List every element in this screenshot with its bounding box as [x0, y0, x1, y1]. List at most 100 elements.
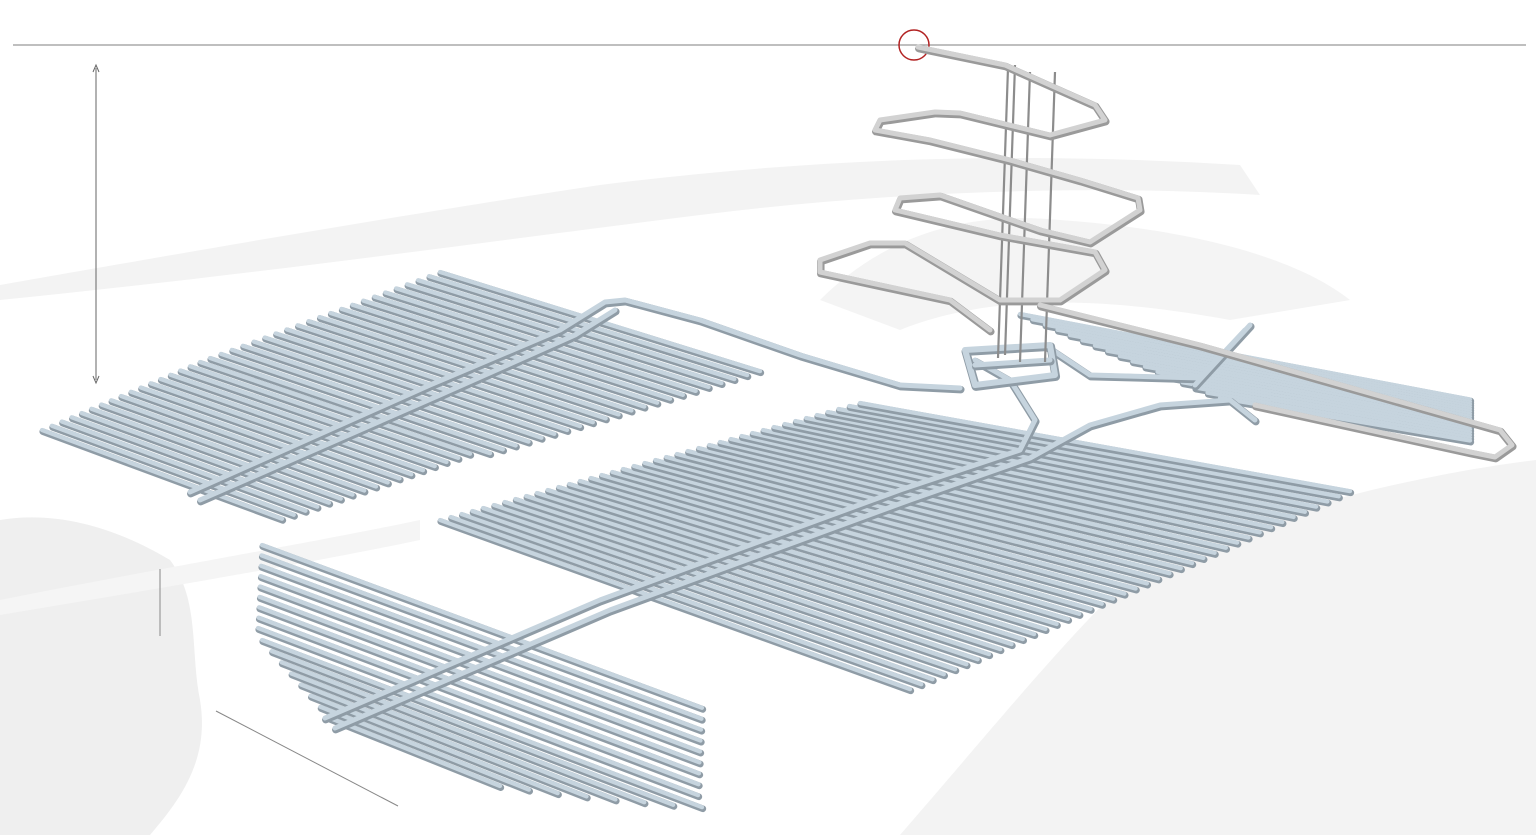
production-drift	[652, 457, 1140, 594]
production-drift	[59, 419, 310, 516]
production-drift-body	[642, 460, 1127, 596]
production-drift-body	[502, 499, 980, 662]
shaft-station-crosscut-body	[972, 357, 1053, 368]
production-drift	[523, 493, 1005, 655]
production-drift-body	[255, 625, 701, 798]
vertical-shaft	[996, 67, 1010, 359]
production-drift-body	[259, 637, 705, 810]
production-drift	[437, 517, 915, 695]
production-drift-body	[1067, 332, 1473, 412]
production-drift	[284, 327, 585, 432]
production-drift-body	[59, 419, 308, 513]
production-drift	[295, 323, 598, 428]
production-drift-body	[197, 359, 473, 456]
production-drift	[738, 433, 1231, 553]
production-drift-body	[513, 496, 992, 657]
production-drift-body	[1192, 385, 1473, 438]
production-drift-body	[1205, 390, 1473, 440]
production-drift-body	[256, 605, 702, 776]
shaft-station-crosscut	[972, 357, 1055, 371]
vertical-shaft	[1003, 64, 1017, 356]
production-drift	[240, 343, 533, 447]
production-drift-body	[327, 715, 503, 789]
production-drift-body	[158, 376, 426, 473]
lower-panel-access-parallel	[332, 397, 1260, 734]
production-drift	[609, 469, 1095, 614]
terrain-surface-band	[0, 157, 1260, 300]
production-drift-body	[804, 415, 1296, 520]
production-drift	[846, 403, 1343, 502]
production-drift	[218, 351, 508, 455]
production-drift	[491, 502, 971, 670]
production-drift	[256, 594, 704, 768]
vertical-shaft	[1018, 71, 1032, 363]
production-drift-body	[707, 442, 1195, 566]
production-drift-body	[577, 478, 1059, 627]
horizontal-scale-line	[215, 710, 399, 807]
production-drift	[259, 542, 707, 713]
production-drift	[327, 715, 505, 791]
production-drift-body	[793, 418, 1285, 525]
production-drift-body	[814, 412, 1307, 514]
arrow-head-top-icon	[92, 63, 100, 73]
production-drift-body	[109, 398, 367, 493]
production-drift-body	[620, 466, 1104, 606]
production-drift-body	[69, 415, 320, 509]
production-drift-body	[138, 385, 402, 481]
production-drift-body	[1080, 338, 1473, 414]
production-drift	[262, 335, 559, 439]
production-drift-body	[588, 475, 1071, 622]
terrain-lower-left	[0, 517, 202, 835]
terrain-shadow-right	[900, 460, 1536, 835]
production-drift-body	[207, 355, 493, 456]
production-drift-body	[717, 439, 1206, 561]
production-drift	[642, 460, 1129, 599]
production-drift-body	[118, 393, 379, 489]
production-drift-body	[524, 493, 1003, 652]
production-drift	[706, 442, 1197, 569]
production-drift-body	[258, 563, 704, 732]
production-drift	[148, 381, 416, 480]
production-drift-body	[269, 649, 676, 807]
left-panel-access-parallel	[197, 307, 620, 506]
collar-marker-icon	[898, 29, 930, 61]
production-drift	[620, 466, 1106, 609]
production-drift-body	[251, 339, 544, 440]
production-drift	[771, 424, 1264, 538]
production-drift-body	[470, 508, 946, 677]
production-drift-body	[295, 323, 595, 425]
production-drift-body	[437, 517, 913, 692]
production-drift-body	[771, 424, 1262, 535]
decline-ramp	[817, 44, 1517, 463]
production-drift-body	[240, 343, 531, 444]
production-drift	[814, 412, 1310, 517]
production-drift-body	[415, 278, 737, 382]
production-drift-body	[847, 403, 1341, 499]
spiral-ramp-body	[817, 44, 1143, 333]
production-drift-body	[674, 451, 1161, 581]
terrain-band-lower	[0, 520, 420, 615]
production-drift	[685, 448, 1174, 579]
production-drift-body	[99, 402, 355, 497]
production-drift-body	[599, 472, 1082, 616]
production-drift	[118, 393, 381, 492]
production-drift	[825, 409, 1321, 512]
production-drift-body	[79, 410, 332, 505]
production-drift	[674, 451, 1163, 584]
production-drifts	[39, 269, 1475, 813]
production-drift	[39, 427, 287, 524]
production-drift-body	[1180, 380, 1473, 435]
production-drift	[207, 355, 495, 459]
production-drift	[598, 472, 1084, 619]
production-drift-body	[262, 335, 557, 436]
production-drift	[803, 415, 1298, 522]
terrain-slope-right	[820, 218, 1350, 330]
production-drift	[69, 415, 322, 512]
production-drift-body	[188, 364, 461, 461]
production-drift	[631, 463, 1118, 604]
production-drift	[98, 402, 357, 500]
production-drift-body	[257, 594, 702, 765]
production-drift	[256, 605, 704, 779]
production-drift-body	[610, 469, 1093, 611]
production-drift-body	[760, 427, 1251, 540]
